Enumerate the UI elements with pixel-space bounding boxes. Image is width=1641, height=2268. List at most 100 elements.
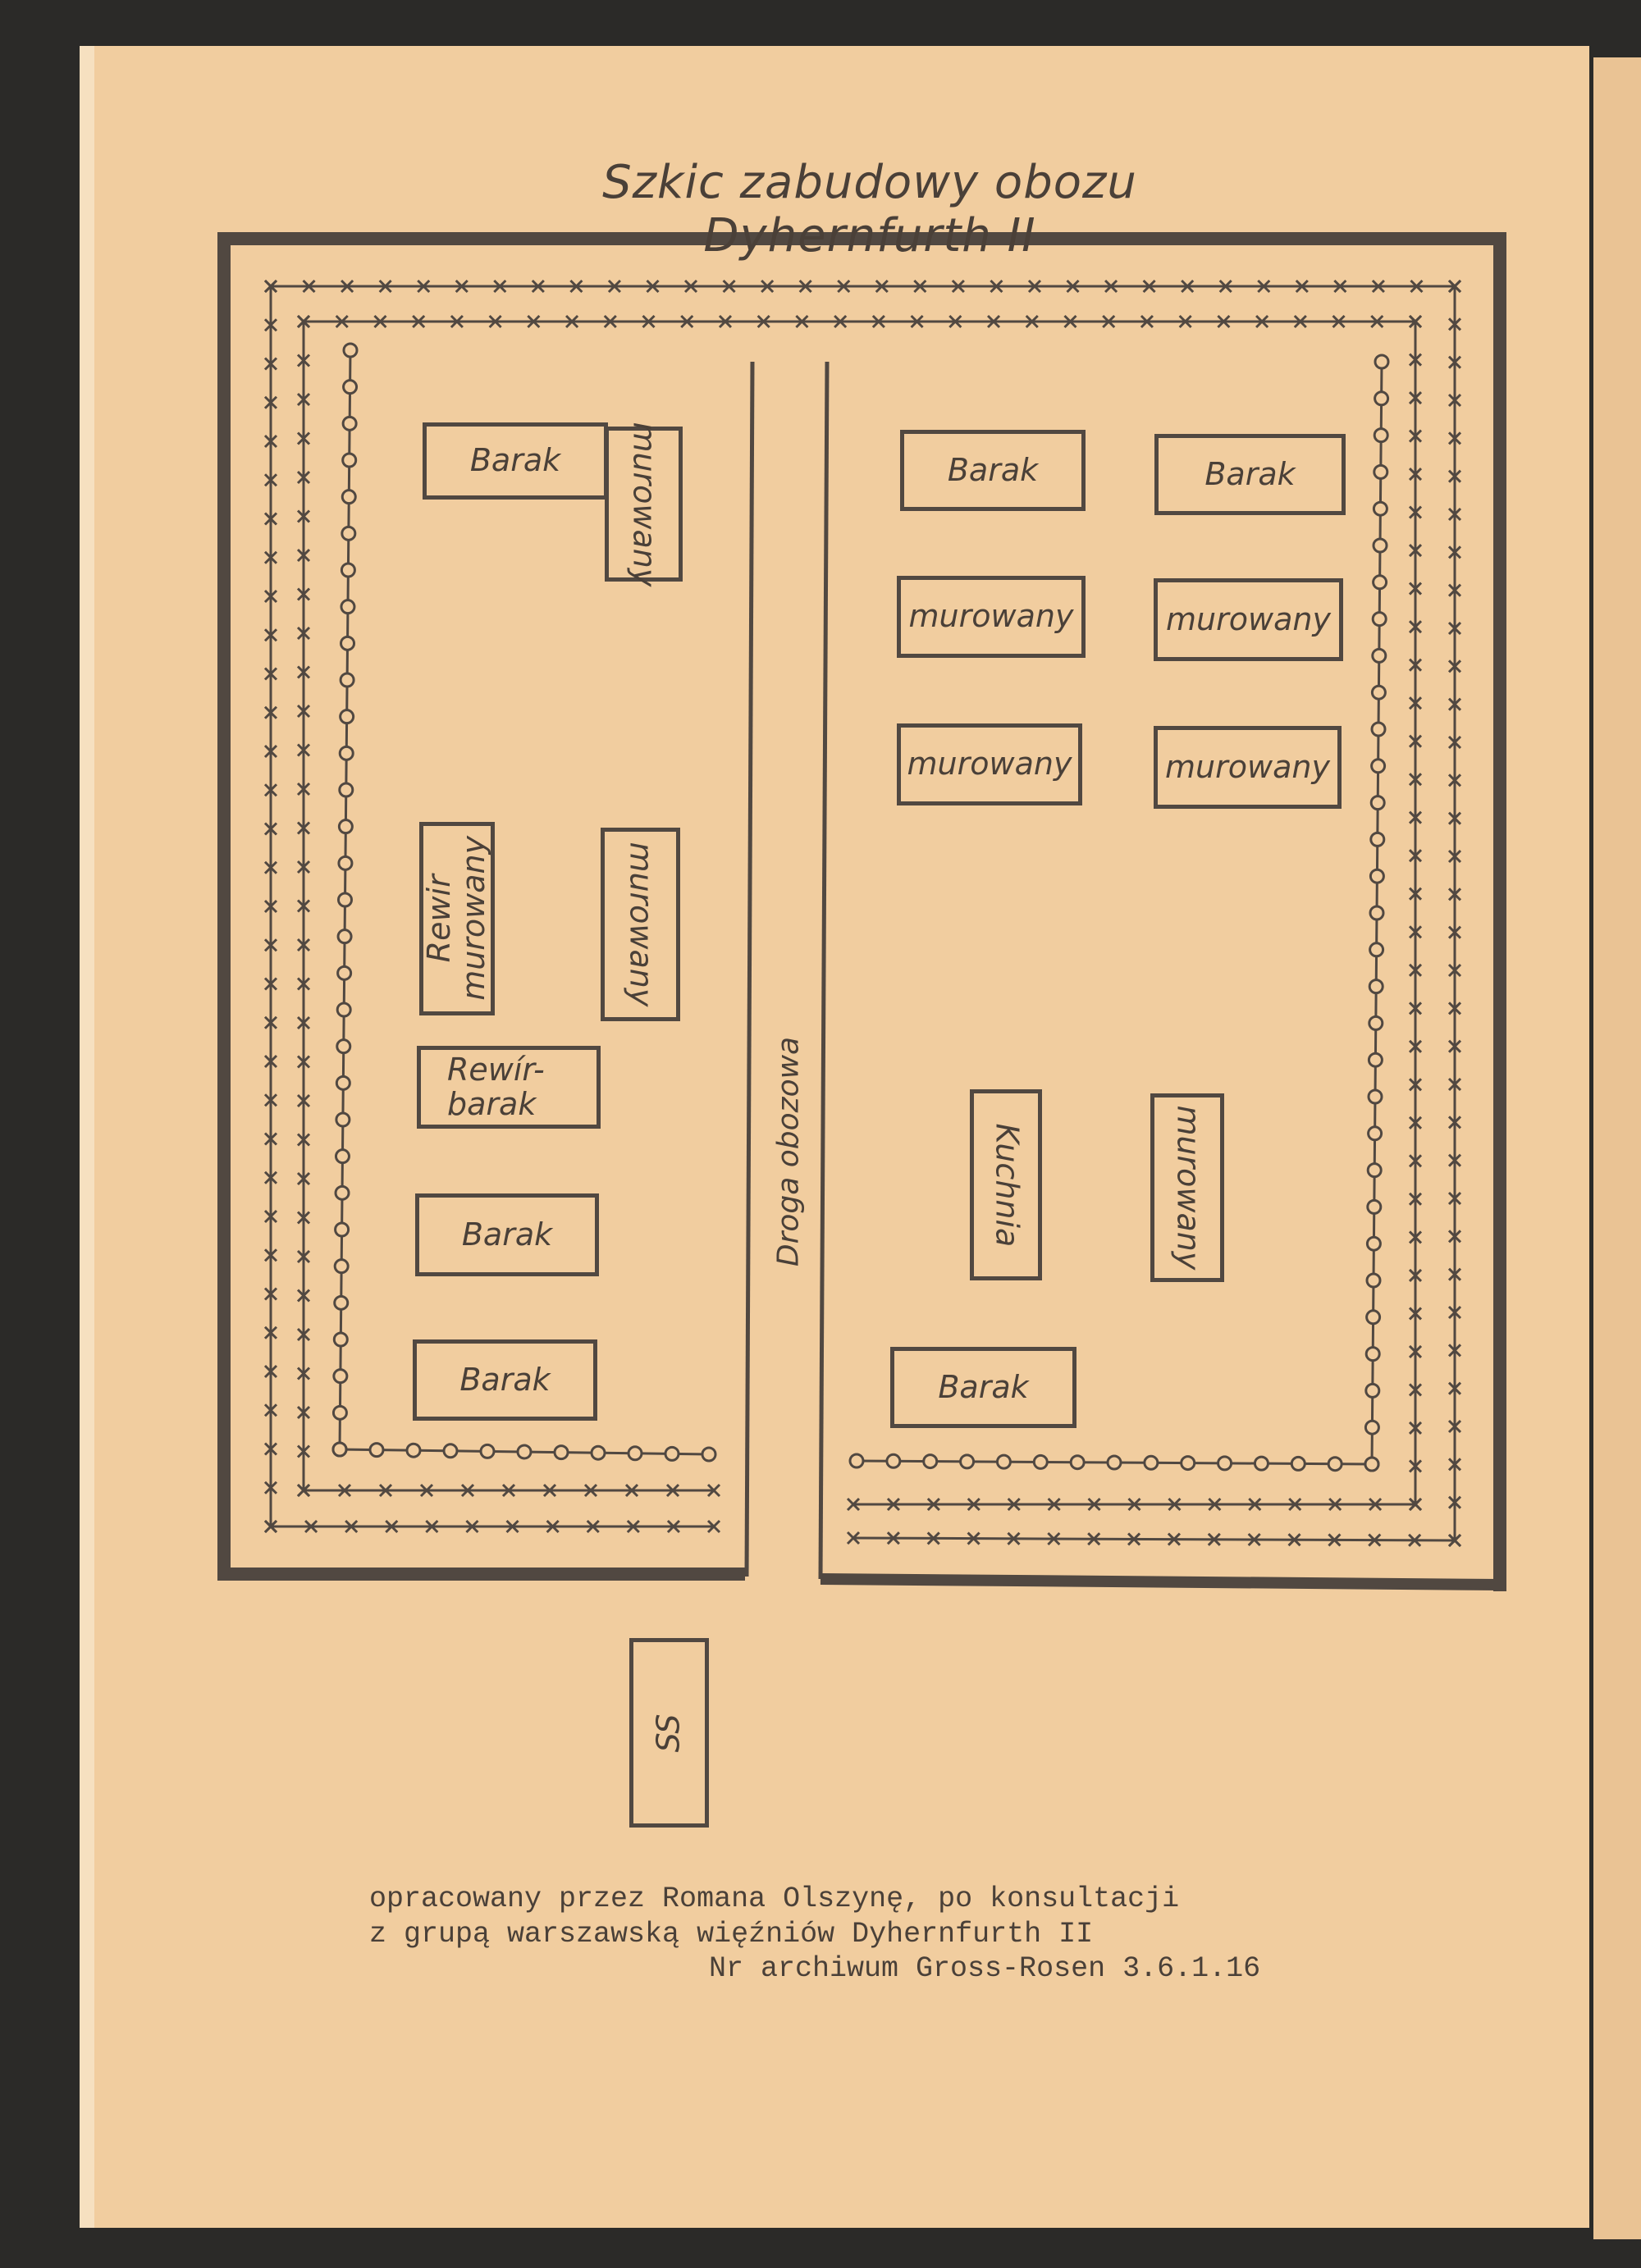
barbed-wire-marker (913, 279, 927, 294)
barbed-wire-marker (1408, 1002, 1423, 1015)
barbed-wire-marker (626, 1519, 640, 1534)
fence-post-marker (405, 1442, 422, 1458)
barbed-wire-marker (1408, 1459, 1423, 1473)
barbed-wire-marker (263, 550, 278, 564)
fence-post-marker (1368, 1015, 1384, 1031)
barbed-wire-marker (263, 473, 278, 487)
barbed-wire-marker (1447, 355, 1462, 369)
barbed-wire-marker (1447, 1267, 1462, 1281)
barbed-wire-marker (337, 1483, 352, 1498)
barbed-wire-marker (1248, 1497, 1262, 1512)
barbed-wire-marker (296, 665, 311, 679)
barbed-wire-marker (296, 1093, 311, 1108)
fence-post-marker (335, 1075, 351, 1091)
fence-post-marker (1365, 1272, 1382, 1289)
barbed-wire-marker (1408, 1154, 1423, 1168)
building-murowany: murowany (601, 828, 680, 1021)
barbed-wire-marker (1066, 279, 1080, 294)
barbed-wire-marker (1447, 1230, 1462, 1244)
barbed-wire-marker (263, 318, 278, 332)
fence-post-marker (1367, 1052, 1383, 1068)
fence-post-marker (1369, 905, 1385, 921)
caption-line-1: opracowany przez Romana Olszynę, po kons… (369, 1882, 1180, 1915)
fence-post-marker (1369, 868, 1385, 884)
barbed-wire-marker (263, 705, 278, 719)
building-rewir-barak: Rewír-barak (417, 1046, 601, 1129)
fence-post-marker (1373, 427, 1389, 444)
barbed-wire-marker (527, 314, 541, 329)
barbed-wire-marker (722, 279, 736, 294)
fence-post-marker (331, 1404, 348, 1421)
barbed-wire-marker (837, 279, 851, 294)
barbed-wire-marker (296, 1015, 311, 1030)
barbed-wire-marker (1371, 279, 1385, 294)
building-ss: SS (629, 1638, 709, 1828)
barbed-wire-marker (296, 743, 311, 757)
fence-post-marker (332, 1331, 349, 1348)
barbed-wire-marker (296, 860, 311, 874)
barbed-wire-marker (761, 279, 775, 294)
fence-post-marker (627, 1445, 643, 1462)
barbed-wire-marker (417, 279, 431, 294)
barbed-wire-marker (296, 1327, 311, 1342)
barbed-wire-marker (1207, 1532, 1221, 1546)
barbed-wire-marker (1447, 1495, 1462, 1509)
barbed-wire-marker (1408, 1039, 1423, 1053)
outer-wall-left (217, 232, 1506, 1591)
barbed-wire-marker (296, 1289, 311, 1303)
fence-post-marker (340, 599, 356, 615)
fence-post-marker (1365, 1309, 1382, 1326)
fence-post-marker (479, 1443, 496, 1459)
fence-post-marker (331, 1441, 348, 1458)
barbed-wire-marker (263, 899, 278, 914)
barbed-wire-marker (1447, 279, 1462, 294)
barbed-wire-marker (1447, 621, 1462, 636)
barbed-wire-marker (1447, 1533, 1462, 1548)
barbed-wire-marker (1408, 390, 1423, 405)
barbed-wire-marker (263, 1326, 278, 1339)
barbed-wire-marker (296, 354, 311, 367)
fence-post-marker (1370, 758, 1387, 774)
barbed-wire-marker (1408, 353, 1423, 367)
barbed-wire-marker (1047, 1497, 1061, 1512)
barbed-wire-marker (1178, 314, 1192, 329)
barbed-wire-marker (1447, 1153, 1462, 1167)
barbed-wire-marker (1447, 1039, 1462, 1053)
fence-post-marker (337, 819, 354, 835)
barbed-wire-marker (1447, 811, 1462, 825)
barbed-wire-marker (488, 314, 502, 329)
barbed-wire-marker (1447, 507, 1462, 522)
fence-post-marker (1367, 1088, 1383, 1105)
barbed-wire-marker (296, 1367, 311, 1380)
barbed-wire-marker (990, 279, 1003, 294)
barbed-wire-marker (1181, 279, 1195, 294)
fence-post-marker (516, 1444, 533, 1460)
barbed-wire-marker (1255, 314, 1269, 329)
barbed-wire-marker (1142, 279, 1156, 294)
barbed-wire-marker (263, 1171, 278, 1184)
barbed-wire-marker (1025, 314, 1039, 329)
barbed-wire-marker (910, 314, 924, 329)
fence-post-marker (995, 1453, 1012, 1470)
barbed-wire-marker (1447, 659, 1462, 673)
barbed-wire-marker (296, 899, 311, 913)
barbed-wire-marker (1408, 658, 1423, 672)
barbed-wire-marker (263, 1054, 278, 1069)
fence-post-marker (334, 1221, 350, 1238)
barbed-wire-marker (263, 1132, 278, 1146)
barbed-wire-marker (341, 279, 354, 294)
barbed-wire-marker (1293, 314, 1307, 329)
barbed-wire-marker (263, 667, 278, 681)
barbed-wire-marker (1447, 317, 1462, 331)
barbed-wire-marker (1447, 735, 1462, 750)
fence-post-marker (337, 855, 354, 871)
barbed-wire-marker (1447, 963, 1462, 978)
road-edge-right (818, 361, 830, 1580)
barbed-wire-marker (296, 509, 311, 523)
fence-post-marker (335, 1111, 351, 1128)
barbed-wire-marker (1408, 887, 1423, 901)
barbed-wire-marker (624, 1483, 639, 1498)
barbed-wire-marker (296, 392, 311, 407)
building-rewir-murowany: Rewir murowany (419, 822, 495, 1015)
fence-post-marker (1374, 390, 1390, 407)
